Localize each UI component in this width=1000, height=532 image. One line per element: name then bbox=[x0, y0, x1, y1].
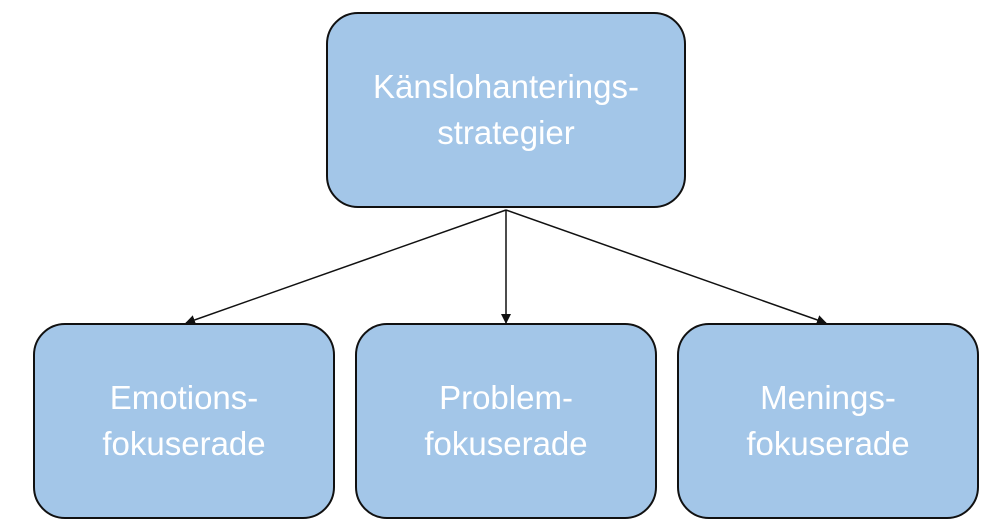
child-node-problem: Problem- fokuserade bbox=[355, 323, 657, 519]
child-node-menings: Menings- fokuserade bbox=[677, 323, 979, 519]
child-label-line1: Emotions- bbox=[109, 379, 259, 416]
child-label-line1: Menings- bbox=[760, 379, 896, 416]
root-label-line2: strategier bbox=[437, 114, 575, 151]
child-label-line2: fokuserade bbox=[746, 425, 910, 462]
child-node-emotions: Emotions- fokuserade bbox=[33, 323, 335, 519]
arrow-to-menings bbox=[505, 209, 827, 325]
arrow-to-emotions bbox=[185, 209, 507, 325]
child-label-line1: Problem- bbox=[439, 379, 573, 416]
child-label-line2: fokuserade bbox=[102, 425, 266, 462]
child-label-line2: fokuserade bbox=[424, 425, 588, 462]
root-label-line1: Känslohanterings- bbox=[373, 68, 639, 105]
root-node: Känslohanterings- strategier bbox=[326, 12, 686, 208]
